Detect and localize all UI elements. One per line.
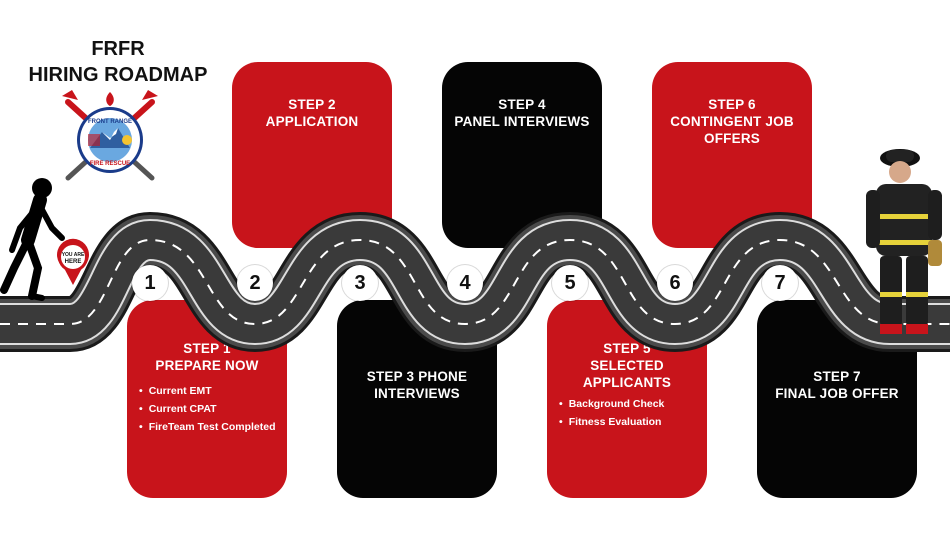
- step-6-heading: STEP 6 CONTINGENT JOB OFFERS: [652, 96, 812, 147]
- step-7-heading-line: STEP 7: [813, 369, 861, 384]
- step-1-heading: STEP 1 PREPARE NOW: [127, 340, 287, 374]
- step-1-bullet: Current CPAT: [139, 400, 287, 418]
- step-3-heading: STEP 3 PHONE INTERVIEWS: [337, 368, 497, 402]
- step-5-bullet: Background Check: [559, 395, 707, 413]
- step-4-heading-line: PANEL INTERVIEWS: [454, 114, 590, 129]
- step-5-heading-line: APPLICANTS: [582, 375, 672, 390]
- step-4-heading-line: STEP 4: [498, 97, 546, 112]
- step-3-number: 3: [342, 265, 378, 301]
- badge-line-2: HERE: [65, 259, 82, 265]
- badge-line-1: YOU ARE: [62, 252, 85, 258]
- step-5-bullet: Fitness Evaluation: [559, 413, 707, 431]
- step-5-heading: STEP 5 SELECTED APPLICANTS: [547, 340, 707, 391]
- step-1-heading-line: PREPARE NOW: [155, 358, 259, 373]
- step-2-heading-line: STEP 2: [288, 97, 336, 112]
- firefighter-icon: [866, 149, 942, 334]
- step-6-heading-line: CONTINGENT JOB: [670, 114, 794, 129]
- fire-rescue-logo-icon: FRONT RANGE FIRE RESCUE: [62, 90, 158, 181]
- step-4-number: 4: [447, 265, 483, 301]
- title-line-1: FRFR: [91, 38, 145, 60]
- step-5-heading-line: SELECTED: [590, 358, 664, 373]
- step-1-bullet: Current EMT: [139, 382, 287, 400]
- step-6-heading-line: OFFERS: [704, 131, 760, 146]
- step-5-requirements: Background Check Fitness Evaluation: [547, 395, 707, 431]
- step-1-heading-line: STEP 1: [183, 341, 231, 356]
- you-are-here-pin-icon: YOU ARE HERE: [56, 238, 89, 285]
- step-7-heading-line: FINAL JOB OFFER: [775, 386, 899, 401]
- step-7-heading: STEP 7 FINAL JOB OFFER: [757, 368, 917, 402]
- walking-person-icon: [0, 178, 65, 301]
- step-2-heading-line: APPLICATION: [265, 114, 359, 129]
- step-5-number: 5: [552, 265, 588, 301]
- step-3-heading-line: INTERVIEWS: [374, 386, 460, 401]
- step-3-heading-line: STEP 3 PHONE: [366, 369, 468, 384]
- page-title: FRFR HIRING ROADMAP: [20, 36, 216, 88]
- step-1-number: 1: [132, 265, 168, 301]
- step-1-bullet: FireTeam Test Completed: [139, 418, 287, 436]
- step-7-card: STEP 7 FINAL JOB OFFER: [757, 300, 917, 498]
- step-7-number: 7: [762, 265, 798, 301]
- title-line-2: HIRING ROADMAP: [28, 64, 208, 86]
- step-6-heading-line: STEP 6: [708, 97, 756, 112]
- logo-bottom-text: FIRE RESCUE: [90, 161, 130, 167]
- step-6-number: 6: [657, 265, 693, 301]
- step-1-requirements: Current EMT Current CPAT FireTeam Test C…: [127, 382, 287, 436]
- logo-top-text: FRONT RANGE: [88, 119, 132, 125]
- step-2-heading: STEP 2 APPLICATION: [232, 96, 392, 130]
- road-lane-marking: [0, 238, 950, 326]
- step-5-heading-line: STEP 5: [603, 341, 651, 356]
- step-4-heading: STEP 4 PANEL INTERVIEWS: [442, 96, 602, 130]
- step-2-number: 2: [237, 265, 273, 301]
